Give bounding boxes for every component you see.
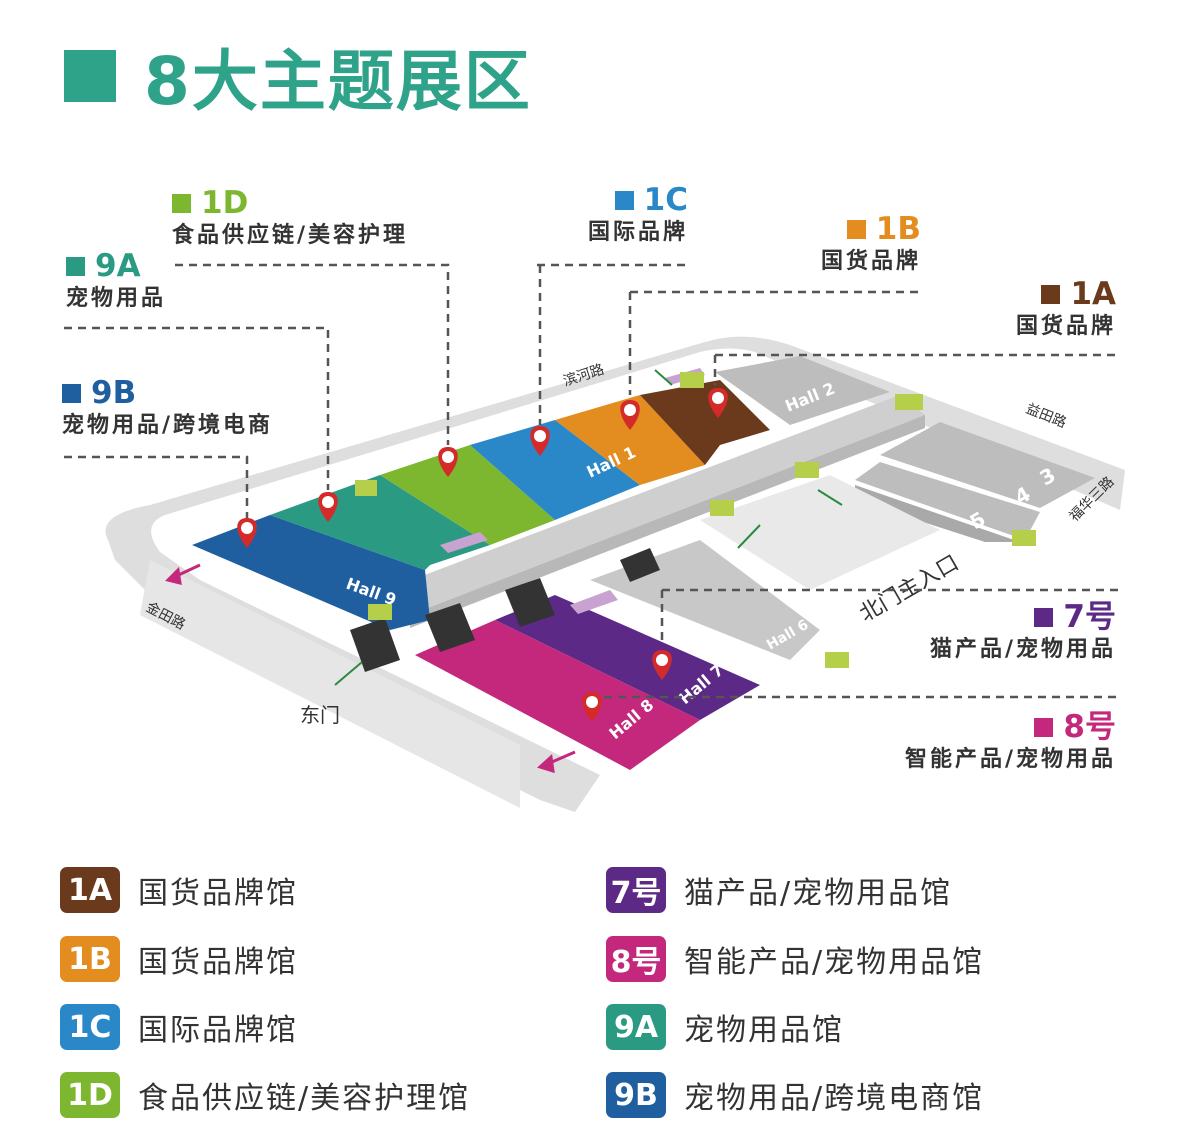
legend-badge: 1C <box>60 1004 120 1050</box>
hall-4-block <box>855 462 1040 540</box>
legend-item-9a: 9A 宠物用品馆 <box>606 1004 844 1050</box>
legend-badge: 9B <box>606 1072 666 1118</box>
callout-1d-square-icon <box>172 193 191 213</box>
callout-1b-desc: 国货品牌 <box>820 249 921 274</box>
callout-9b-square-icon <box>62 383 81 403</box>
callout-1b: 1B 国货品牌 <box>821 212 921 277</box>
legend-item-7: 7号 猫产品/宠物用品馆 <box>606 867 952 913</box>
callout-1d-code: 1D <box>201 185 249 221</box>
legend-label: 宠物用品/跨境电商馆 <box>684 1081 985 1116</box>
callout-7-desc: 猫产品/宠物用品 <box>929 637 1116 662</box>
legend-label: 国际品牌馆 <box>138 1013 298 1048</box>
legend-item-1b: 1B 国货品牌馆 <box>60 936 298 982</box>
pin-1d-icon <box>438 447 458 477</box>
legend-badge: 1B <box>60 936 120 982</box>
callout-9b: 9B 宠物用品/跨境电商 <box>62 376 273 441</box>
callout-1c-desc: 国际品牌 <box>587 220 688 245</box>
hall-2-block <box>715 356 890 425</box>
callout-1b-square-icon <box>846 219 866 239</box>
callout-8-desc: 智能产品/宠物用品 <box>904 747 1116 772</box>
callout-1a-desc: 国货品牌 <box>1015 314 1116 339</box>
hall-3-block <box>880 422 1095 508</box>
page-title: 8大主题展区 <box>64 36 532 120</box>
callout-9a-square-icon <box>66 256 85 276</box>
central-concourse <box>385 395 925 615</box>
callout-8: 8号 智能产品/宠物用品 <box>905 710 1116 775</box>
callout-1c-code: 1C <box>643 182 688 218</box>
title-text: 8大主题展区 <box>144 43 532 120</box>
pin-1b-icon <box>620 400 640 430</box>
road-label-yitian: 益田路 <box>1024 401 1069 432</box>
legend-badge: 1A <box>60 867 120 913</box>
hall-9b-block <box>192 515 430 630</box>
location-pin-icons <box>237 388 728 722</box>
hall-1b-block <box>555 395 705 485</box>
pin-1a-icon <box>708 388 728 418</box>
callout-8-square-icon <box>1034 717 1054 737</box>
callout-1c: 1C 国际品牌 <box>588 183 688 248</box>
callout-9b-code: 9B <box>91 375 137 411</box>
legend-badge: 9A <box>606 1004 666 1050</box>
legend-label: 国货品牌馆 <box>138 876 298 911</box>
pin-9b-icon <box>237 518 257 548</box>
legend-label: 智能产品/宠物用品馆 <box>684 945 985 980</box>
legend-item-1d: 1D 食品供应链/美容护理馆 <box>60 1072 470 1118</box>
pin-9a-icon <box>318 492 338 522</box>
callout-7: 7号 猫产品/宠物用品 <box>930 600 1116 665</box>
legend-item-1a: 1A 国货品牌馆 <box>60 867 298 913</box>
walkway-strip <box>440 532 488 553</box>
callout-8-code: 8号 <box>1063 709 1116 745</box>
legend-item-8: 8号 智能产品/宠物用品馆 <box>606 936 984 982</box>
hall-5-block <box>855 485 1020 542</box>
east-road <box>140 560 520 808</box>
hall-8-block <box>415 620 700 770</box>
callout-1c-square-icon <box>614 190 634 210</box>
legend-label: 宠物用品馆 <box>684 1013 844 1048</box>
callout-7-code: 7号 <box>1063 599 1116 635</box>
callout-1d: 1D 食品供应链/美容护理 <box>172 186 408 251</box>
east-gate-label: 东门 <box>300 703 340 727</box>
double-arrow-icons <box>334 369 843 686</box>
callout-1b-code: 1B <box>875 211 921 247</box>
hall-7-block <box>495 595 760 720</box>
hall-1a-block <box>640 380 770 465</box>
callout-1a: 1A 国货品牌 <box>1016 277 1116 342</box>
legend-badge: 1D <box>60 1072 120 1118</box>
leader-lines <box>64 263 1120 699</box>
legend-item-1c: 1C 国际品牌馆 <box>60 1004 298 1050</box>
walkway-strip-2 <box>570 590 618 614</box>
north-plaza <box>700 475 940 590</box>
hall-1d-block <box>380 445 555 545</box>
arrow-icons <box>165 563 576 774</box>
legend-item-9b: 9B 宠物用品/跨境电商馆 <box>606 1072 984 1118</box>
pin-1c-icon <box>530 426 550 456</box>
callout-9a-desc: 宠物用品 <box>66 286 167 311</box>
stairs-icon <box>350 548 660 672</box>
legend-label: 国货品牌馆 <box>138 945 298 980</box>
legend-badge: 7号 <box>606 867 666 913</box>
callout-7-square-icon <box>1034 607 1054 627</box>
legend-badge: 8号 <box>606 936 666 982</box>
callout-9a-code: 9A <box>95 248 141 284</box>
hall-1c-block <box>470 420 640 520</box>
callout-9b-desc: 宠物用品/跨境电商 <box>62 413 274 438</box>
callout-1d-desc: 食品供应链/美容护理 <box>172 223 409 248</box>
callout-1a-square-icon <box>1041 284 1061 304</box>
pin-8-icon <box>582 692 602 722</box>
legend-label: 食品供应链/美容护理馆 <box>138 1081 471 1116</box>
pin-7-icon <box>652 650 672 680</box>
callout-9a: 9A 宠物用品 <box>66 249 166 314</box>
gate-icons <box>355 372 1036 668</box>
legend-label: 猫产品/宠物用品馆 <box>684 876 953 911</box>
title-square-icon <box>64 50 116 102</box>
callout-1a-code: 1A <box>1070 276 1116 312</box>
